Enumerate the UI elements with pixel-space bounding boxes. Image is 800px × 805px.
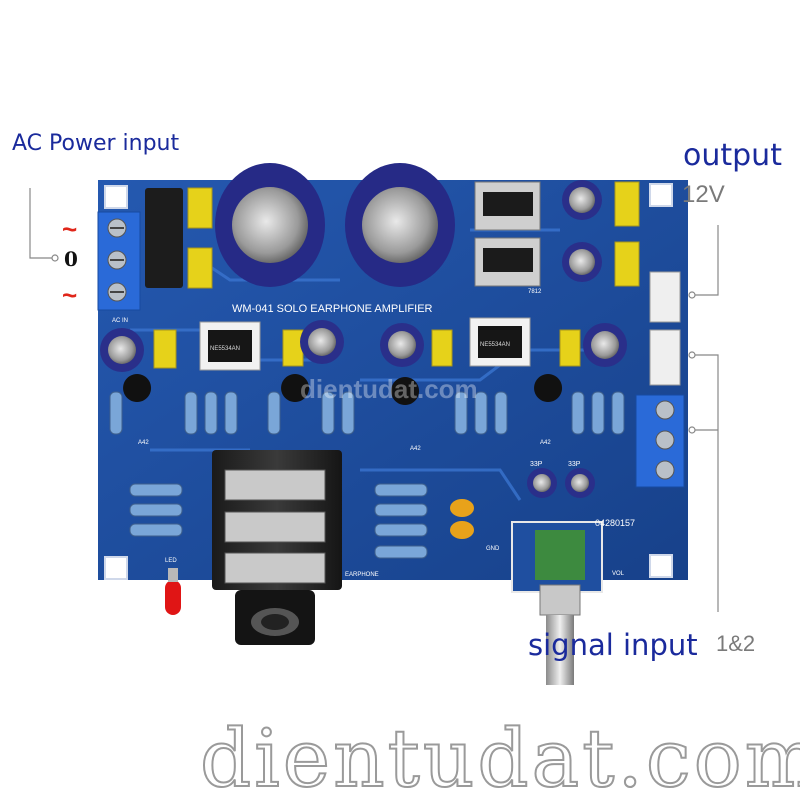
ac-in-silkscreen: AC IN [112,318,128,324]
board-title-silkscreen: WM-041 SOLO EARPHONE AMPLIFIER [232,303,433,315]
volume-potentiometer [511,521,603,685]
mounting-holes [104,183,673,580]
ac-terminal-block [97,211,141,311]
voltage-regulators [474,181,541,287]
opamp-ics [199,317,531,371]
small-electrolytic-capacitors [100,180,627,498]
cap-silkscreen-2: 33P [568,461,581,468]
regulator-silkscreen: 7812 [528,289,542,295]
earphone-silkscreen: EARPHONE [345,572,379,578]
board-serial-silkscreen: 04280157 [595,518,635,528]
bottom-watermark: dientudat.com [199,711,800,805]
jst-connectors [649,271,681,386]
resistors [109,391,625,559]
led-silkscreen: LED [165,558,177,564]
output-label: output [683,138,782,173]
annotation-leader-lines [29,188,719,612]
transistors [123,374,563,405]
center-watermark: dientudat.com [300,374,478,404]
cap-silkscreen-1: 33P [530,461,543,468]
signal-channels-label: 1&2 [716,631,756,656]
ac-symbol-mid: 0 [64,247,78,271]
ac-symbol-bottom: ~ [62,280,78,310]
signal-input-label: signal input [528,628,698,662]
transistor-silkscreen-1: A42 [138,440,149,446]
ceramic-capacitors [450,499,474,539]
headphone-jack [212,450,342,645]
vol-silkscreen: VOL [612,571,625,577]
ac-power-input-label: AC Power input [12,131,180,156]
signal-terminal-block [635,394,685,488]
ic-marking-2: NE5534AN [480,342,510,348]
led-indicator [165,568,181,615]
bridge-rectifier [145,188,183,288]
film-capacitors [153,181,640,369]
ac-symbol-top: ~ [62,214,78,244]
main-filter-capacitors [215,163,455,287]
transistor-silkscreen-2: A42 [410,446,421,452]
output-voltage-label: 12V [682,181,725,208]
ic-marking-1: NE5534AN [210,346,240,352]
transistor-silkscreen-3: A42 [540,440,551,446]
gnd-silkscreen: GND [486,546,500,552]
